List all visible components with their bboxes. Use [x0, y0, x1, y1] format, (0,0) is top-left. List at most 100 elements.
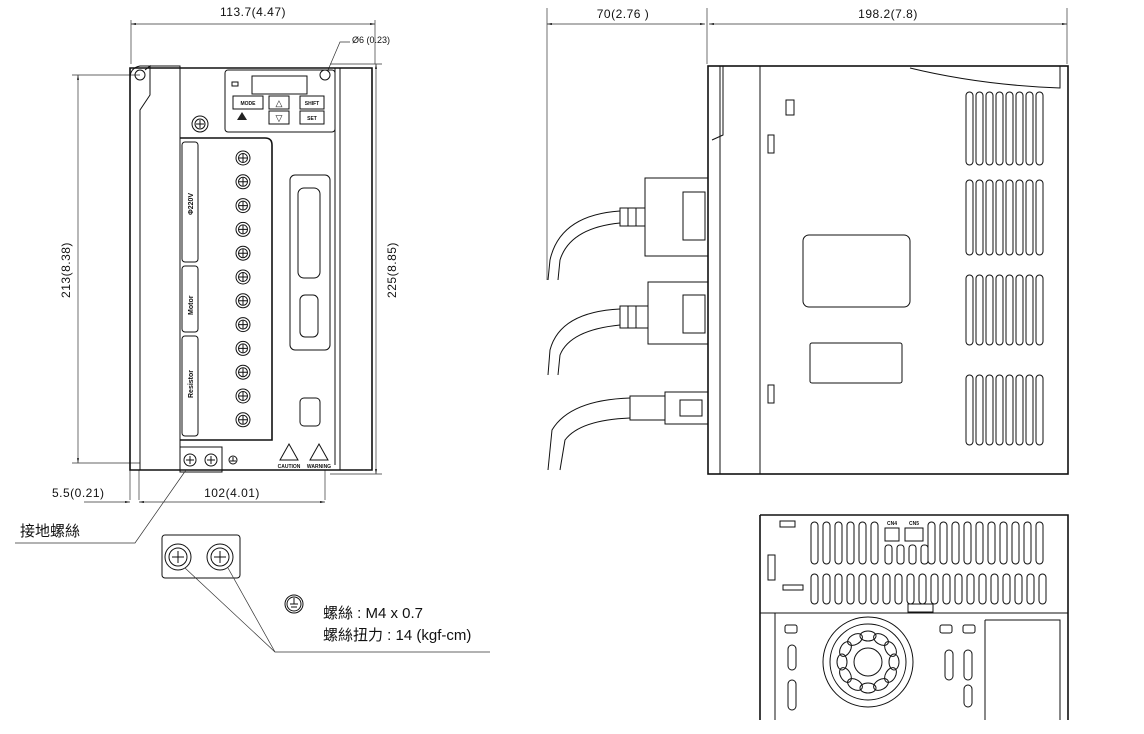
terminal-screw — [235, 340, 251, 356]
ground-symbol-icon — [284, 594, 304, 614]
vent-slot — [884, 544, 893, 565]
bottom-view: CN4 CN5 — [759, 514, 1069, 720]
mount-width-dimension: 102(4.01) — [204, 486, 260, 500]
vent-slot — [1015, 274, 1024, 346]
terminal-screw — [235, 269, 251, 285]
fan-blade — [873, 633, 889, 646]
logo-icon — [237, 112, 247, 120]
vent-slot — [999, 521, 1008, 565]
ground-screw-detail: 接地螺絲 螺絲 : M4 x 0.7 螺絲扭力 : 14 (kgf-cm) — [15, 469, 490, 653]
vent-slot — [1002, 573, 1011, 605]
cn5-label: CN5 — [909, 521, 919, 527]
vent-slot — [987, 521, 996, 565]
fan-blade — [847, 678, 863, 691]
terminal-label-motor: Motor — [188, 295, 195, 315]
vent-slot — [1035, 91, 1044, 166]
vent-slot — [1035, 179, 1044, 256]
offset-dimension: 5.5(0.21) — [52, 486, 105, 500]
svg-text:MODE: MODE — [241, 101, 257, 107]
vent-slot — [1025, 374, 1034, 446]
cn3-cable — [547, 281, 709, 376]
keypad: MODE △ ▽ SHIFT SET — [224, 69, 336, 133]
vent-slot — [870, 573, 879, 605]
terminal-screw — [235, 245, 251, 261]
down-button[interactable] — [268, 110, 290, 125]
vent-slot — [975, 91, 984, 166]
hole-dimension: Ø6 (0.23) — [352, 35, 390, 45]
ground-screw-1 — [183, 453, 197, 467]
vent-slot — [965, 91, 974, 166]
terminal-screw — [235, 150, 251, 166]
svg-text:▽: ▽ — [276, 113, 283, 123]
cn3-connector — [299, 294, 319, 338]
fan-blade — [888, 653, 900, 671]
vent-slot — [906, 573, 915, 605]
vent-slot — [975, 374, 984, 446]
vent-slot — [908, 544, 917, 565]
vent-slot — [978, 573, 987, 605]
vent-slot — [985, 179, 994, 256]
vent-slot — [965, 274, 974, 346]
vent-slot — [1025, 274, 1034, 346]
terminal-screw — [235, 388, 251, 404]
cn1-connector — [297, 187, 321, 279]
vent-slot — [942, 573, 951, 605]
vent-slot — [822, 521, 831, 565]
vent-slot — [963, 521, 972, 565]
vent-slot — [1038, 573, 1047, 605]
vent-slot — [995, 91, 1004, 166]
ground-screw-2 — [204, 453, 218, 467]
mode-button[interactable] — [232, 95, 264, 110]
terminal-screw — [235, 364, 251, 380]
terminal-screw — [235, 412, 251, 428]
vent-slot — [951, 521, 960, 565]
fan-blade — [839, 667, 852, 683]
vent-slot — [930, 573, 939, 605]
vent-slot — [995, 274, 1004, 346]
vent-slot — [1025, 179, 1034, 256]
vent-slot — [985, 374, 994, 446]
ground-screw-callout: 接地螺絲 — [20, 523, 80, 540]
shift-button[interactable] — [299, 95, 325, 110]
terminal-screw — [235, 317, 251, 333]
cn2-connector — [299, 397, 321, 427]
terminal-screw — [235, 174, 251, 190]
cn2-cable — [547, 391, 709, 471]
vent-slot — [995, 179, 1004, 256]
cn4-label: CN4 — [887, 521, 897, 527]
warning-icon — [309, 442, 329, 461]
fan-blade — [859, 630, 877, 642]
vent-slot — [954, 573, 963, 605]
vent-slot — [985, 274, 994, 346]
terminal-label-resistor: Resistor — [188, 370, 195, 398]
vent-slot — [1005, 374, 1014, 446]
vent-slot — [975, 521, 984, 565]
vent-slot — [1005, 91, 1014, 166]
vent-slot — [1035, 274, 1044, 346]
side-vents — [965, 91, 1044, 446]
fan-blade — [873, 678, 889, 691]
vent-slot — [1015, 91, 1024, 166]
vent-slot — [1023, 521, 1032, 565]
fan-blade — [884, 641, 897, 657]
cable-depth-dimension: 70(2.76 ) — [597, 7, 650, 21]
vent-slot — [1005, 274, 1014, 346]
connector-panel — [289, 174, 331, 351]
vent-slot — [1035, 374, 1044, 446]
terminal-screw — [235, 198, 251, 214]
vent-slot — [846, 521, 855, 565]
svg-text:SET: SET — [307, 116, 317, 122]
up-button[interactable] — [268, 95, 290, 110]
svg-text:SHIFT: SHIFT — [305, 101, 319, 107]
fan-blade — [884, 667, 897, 683]
vent-slot — [858, 521, 867, 565]
bottom-vents — [810, 521, 1047, 605]
fan-icon — [822, 616, 914, 708]
vent-slot — [882, 573, 891, 605]
vent-slot — [1035, 521, 1044, 565]
vent-slot — [846, 573, 855, 605]
vent-slot — [1011, 521, 1020, 565]
width-dimension: 113.7(4.47) — [220, 5, 286, 19]
set-button[interactable] — [299, 110, 325, 125]
